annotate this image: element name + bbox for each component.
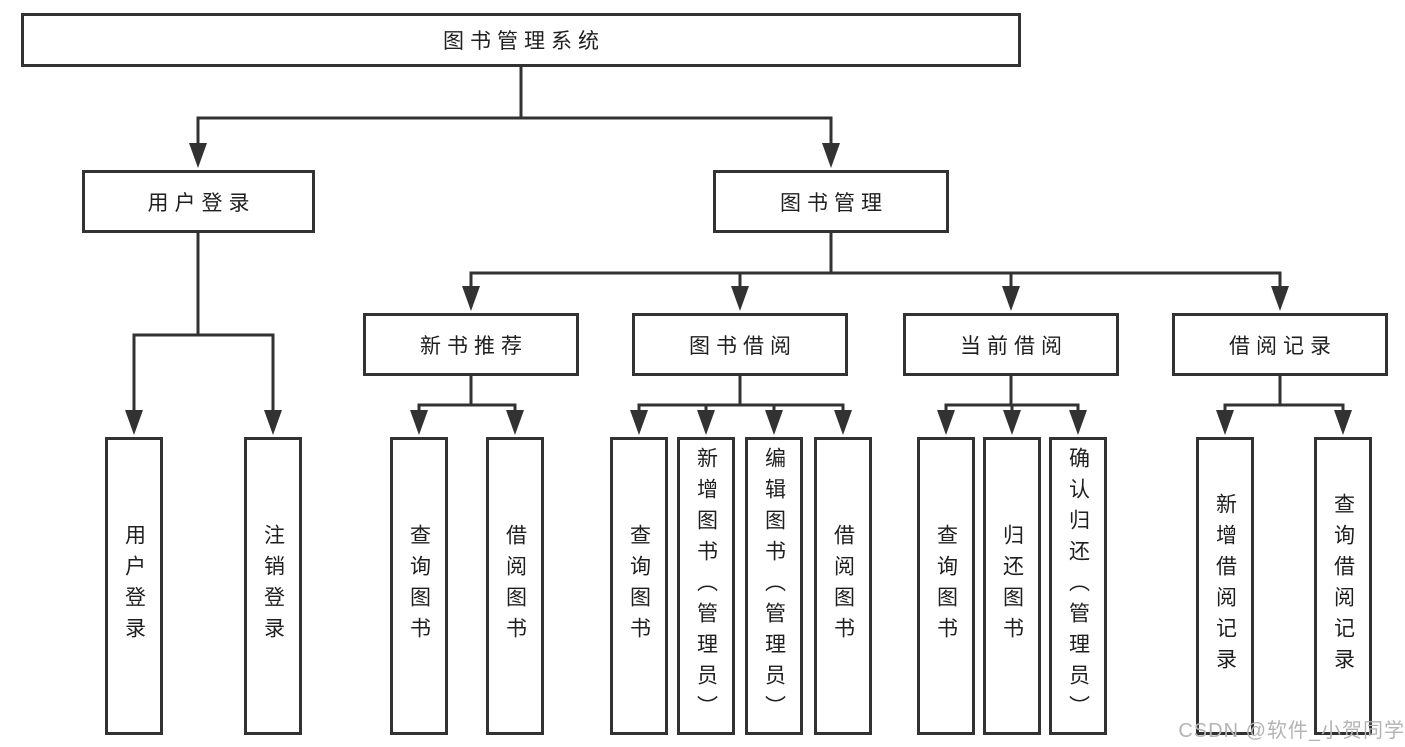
leaf-logout-label: 注销登录 [261, 524, 285, 648]
node-book-mgmt: 图书管理 [713, 170, 949, 233]
leaf-borrow-query-book: 查询图书 [610, 437, 668, 735]
arrowheads [125, 143, 1352, 435]
node-root: 图书管理系统 [21, 13, 1021, 67]
leaf-add-borrow-record-label: 新增借阅记录 [1213, 493, 1237, 679]
leaf-add-borrow-record: 新增借阅记录 [1196, 437, 1254, 735]
leaf-borrow-query-book-label: 查询图书 [627, 524, 651, 648]
leaf-add-book-admin: 新增图书（管理员） [677, 437, 735, 735]
leaf-rec-borrow-book-label: 借阅图书 [503, 524, 527, 648]
leaf-edit-book-admin-label: 编辑图书（管理员） [762, 446, 786, 726]
leaf-rec-query-book: 查询图书 [390, 437, 448, 735]
node-book-borrow: 图书借阅 [632, 313, 848, 376]
leaf-user-login-label: 用户登录 [122, 524, 146, 648]
leaf-query-borrow-record: 查询借阅记录 [1314, 437, 1372, 735]
leaf-rec-borrow-book: 借阅图书 [486, 437, 544, 735]
node-root-label: 图书管理系统 [443, 30, 605, 53]
leaf-rec-query-book-label: 查询图书 [407, 524, 431, 648]
leaf-confirm-return-admin: 确认归还（管理员） [1049, 437, 1107, 735]
csdn-watermark: CSDN @软件_小贺同学 [1178, 720, 1405, 742]
node-new-book-rec: 新书推荐 [363, 313, 579, 376]
node-borrow-record: 借阅记录 [1172, 313, 1388, 376]
leaf-return-book-label: 归还图书 [1000, 524, 1024, 648]
node-current-borrow: 当前借阅 [903, 313, 1119, 376]
node-book-borrow-label: 图书借阅 [689, 334, 797, 358]
leaf-edit-book-admin: 编辑图书（管理员） [745, 437, 803, 735]
leaf-return-book: 归还图书 [983, 437, 1041, 735]
node-new-book-rec-label: 新书推荐 [420, 334, 528, 358]
node-book-mgmt-label: 图书管理 [780, 191, 888, 215]
leaf-logout: 注销登录 [244, 437, 302, 735]
leaf-current-query-book-label: 查询图书 [934, 524, 958, 648]
node-user-login: 用户登录 [82, 170, 315, 233]
leaf-query-borrow-record-label: 查询借阅记录 [1331, 493, 1355, 679]
node-borrow-record-label: 借阅记录 [1229, 334, 1337, 358]
leaf-user-login: 用户登录 [105, 437, 163, 735]
leaf-borrow-book-label: 借阅图书 [831, 524, 855, 648]
leaf-borrow-book: 借阅图书 [814, 437, 872, 735]
node-user-login-label: 用户登录 [147, 191, 256, 215]
node-current-borrow-label: 当前借阅 [960, 334, 1068, 358]
leaf-add-book-admin-label: 新增图书（管理员） [694, 446, 718, 726]
leaf-confirm-return-admin-label: 确认归还（管理员） [1066, 446, 1090, 726]
connector-paths [132, 67, 1345, 413]
leaf-current-query-book: 查询图书 [917, 437, 975, 735]
